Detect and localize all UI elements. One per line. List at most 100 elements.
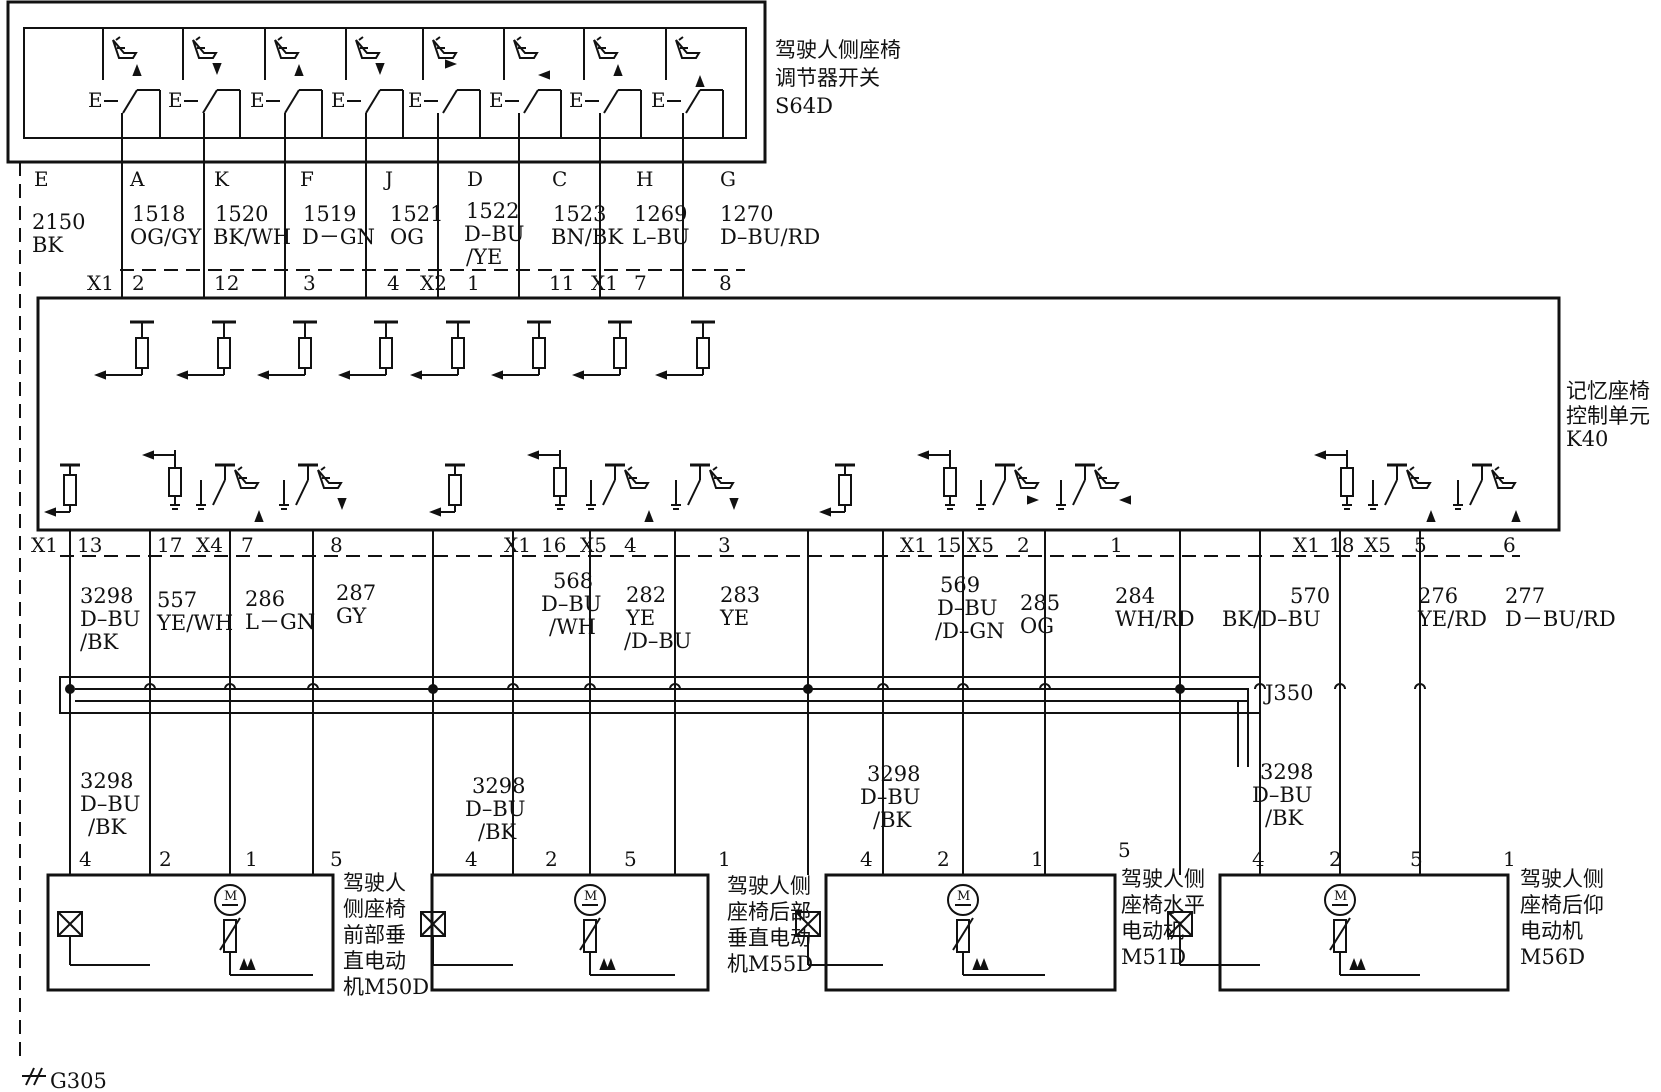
direction-arrow-icon [729,498,739,510]
wire-label: /D–BU [624,629,692,653]
motor-pin: 4 [79,847,92,871]
wire-label: L–BU [632,225,690,249]
switch-contact-letter: E [408,88,423,112]
arrow-icon [655,370,667,380]
switch-contact-letter: E [569,88,584,112]
wire-crossover [1039,683,1051,690]
motor-pin: 1 [1031,847,1044,871]
direction-arrow-icon [132,64,142,76]
wire-label: /WH [549,615,596,639]
motor-name-line: 电动机 [1520,919,1583,943]
arrow-icon [1349,958,1359,970]
wire-crossover [1334,683,1346,690]
splice-bus [75,688,1249,767]
motor-name-line: 座椅后部 [727,900,811,924]
control-unit-name: 记忆座椅 控制单元 K40 [1566,379,1650,451]
seat-icon [192,36,218,59]
motor-name-line: 机M50D [343,975,429,999]
motor-pin: 1 [718,847,731,871]
seat-icon [112,36,138,59]
motor-name-line: 电动机 [1121,919,1184,943]
wire-label: YE [625,606,655,630]
lower-wire-labels: 3298 D–BU /BK 557 YE/WH 286 L－GN 287 GY … [80,569,1616,654]
connector-label: X5 [967,533,994,557]
relay-blade [212,479,226,506]
switch-pin: G [720,167,736,191]
connector-pin: 8 [719,271,732,295]
seat-icon [432,36,458,59]
motor-pin-labels: 4 2 1 5 4 2 5 1 4 2 1 5 4 2 5 1 [79,838,1516,871]
switch-blade [365,89,381,114]
wire-label: BN/BK [551,225,623,249]
motor-name-line: 座椅后仰 [1520,893,1604,917]
seat-icon [1094,466,1120,489]
wire-label: 3298 [1260,760,1313,784]
seat-icon [593,36,619,59]
splice-node [1175,684,1185,694]
arrow-icon [176,370,188,380]
motor-feed-labels: 3298 D–BU /BK 3298 D–BU /BK 3298 D–BU /B… [80,760,1313,844]
motor-name-line: 机M55D [727,952,813,976]
wire-label: GY [336,604,367,628]
upper-connector-row: X1 X2 X1 2 12 3 4 1 11 7 8 [87,269,745,295]
splice-pack [59,676,1261,714]
wire-label: OG [390,225,424,249]
direction-arrow-icon [695,75,705,87]
connector-pin: 7 [241,533,254,557]
arrow-icon [94,370,106,380]
sensor-cross [795,911,821,937]
seat-icon [1491,466,1517,489]
motor-name-line: 前部垂 [343,923,406,947]
connector-label: X1 [87,271,114,295]
resistor-symbol [1340,467,1354,497]
sensor-cross [57,911,83,937]
connector-label: X1 [504,533,531,557]
switch-pin: E [34,167,49,191]
switch-blade [122,89,138,114]
motor-pin: 1 [245,847,258,871]
direction-arrow-icon [445,59,457,69]
wire-label: 1519 [303,202,356,226]
sensor-cross [420,911,446,937]
direction-arrow-icon [1027,495,1039,505]
connector-label: X5 [1364,533,1391,557]
connector-pin: 4 [624,533,637,557]
motor-icon [214,884,246,916]
wire-label: 568 [553,569,593,593]
motor-pin: 2 [1329,847,1342,871]
wire-label: 276 [1418,584,1458,608]
connector-pin: 16 [541,533,566,557]
wire-label: BK/D–BU [1222,607,1321,631]
arrow-icon [1356,958,1366,970]
wire-label: 1520 [215,202,268,226]
wire-label: 2150 [32,210,85,234]
switch-pin: J [383,167,393,191]
thermal-resistor-symbol [223,919,237,953]
switch-blade [685,89,701,114]
wire-label: 3298 [472,774,525,798]
wire-label: YE/WH [156,611,233,635]
switch-name-line-3: S64D [775,94,833,118]
thermal-slash [952,917,974,951]
seat-icon [1014,466,1040,489]
relay-blade [295,479,309,506]
connector-pin: 15 [936,533,961,557]
wires [19,113,1426,1060]
resistor-symbol [168,467,182,497]
seat-icon [675,36,701,59]
splice-label: J350 [1263,681,1314,705]
switch-pin: H [636,167,653,191]
switch-contact-letter: E [331,88,346,112]
arrow-icon [257,370,269,380]
connector-pin: 3 [718,533,731,557]
motor-housing [430,873,710,992]
resistor-symbol [451,337,465,369]
ground-symbol: G305 [22,1067,107,1092]
relay-blade [1072,479,1086,506]
connector-pin: 7 [634,271,647,295]
resistor-symbol [63,474,77,506]
direction-arrow-icon [1511,510,1521,522]
switch-contact-letter: E [489,88,504,112]
switch-inner-frame [23,27,747,139]
